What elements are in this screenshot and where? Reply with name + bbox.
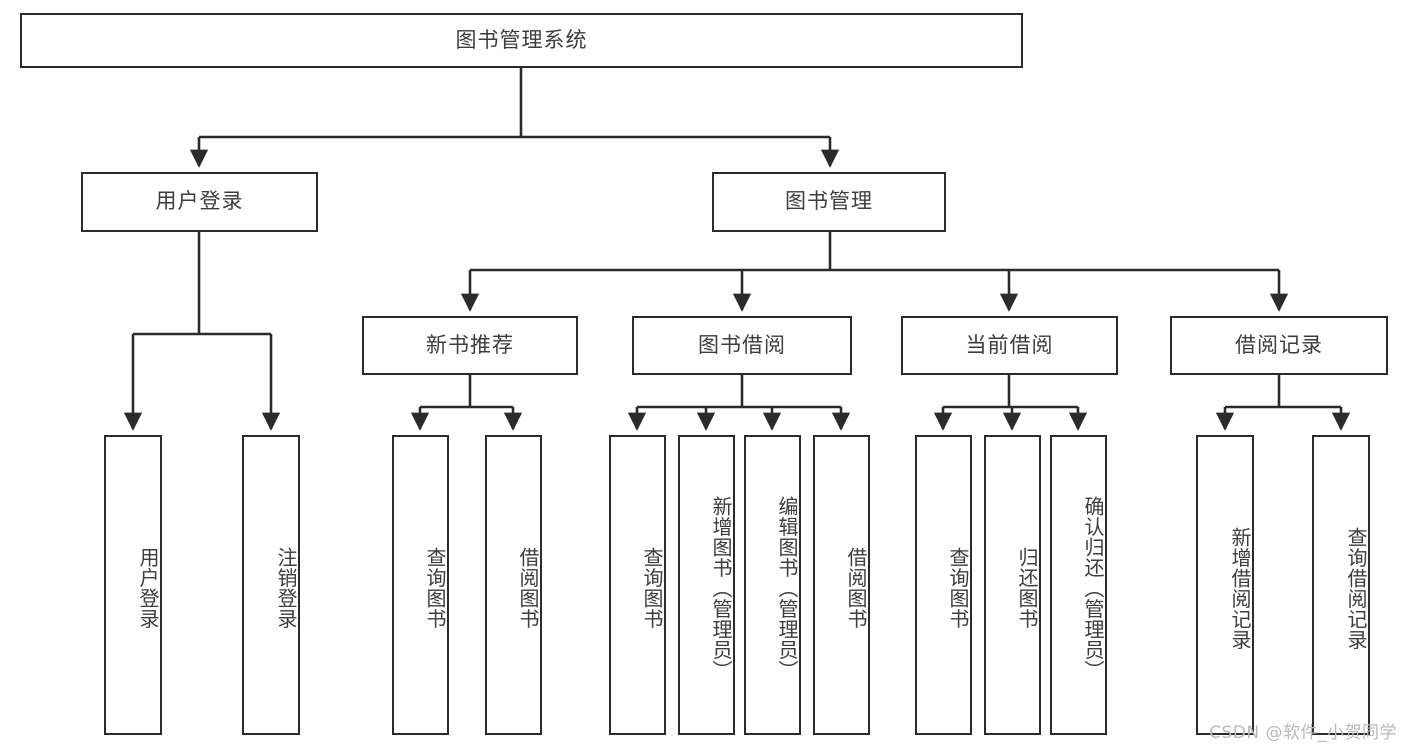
node-new-book-recommend[interactable]: 新书推荐 — [362, 316, 578, 375]
node-borrow-record[interactable]: 借阅记录 — [1170, 316, 1388, 375]
node-leaf-add-record[interactable]: 新增借阅记录 — [1196, 435, 1254, 735]
node-user-login-label: 用户登录 — [155, 189, 244, 214]
node-leaf-query-book-2-label: 查询图书 — [640, 547, 664, 629]
node-current-borrow-label: 当前借阅 — [965, 332, 1054, 357]
watermark: CSDN @软件_小贺同学 — [1209, 723, 1397, 743]
node-leaf-query-book-3-label: 查询图书 — [946, 547, 970, 629]
node-root[interactable]: 图书管理系统 — [20, 13, 1023, 68]
node-leaf-return-book[interactable]: 归还图书 — [984, 435, 1041, 735]
node-leaf-query-record[interactable]: 查询借阅记录 — [1312, 435, 1370, 735]
node-leaf-user-logout-label: 注销登录 — [274, 547, 298, 629]
node-leaf-edit-book-label: 编辑图书（管理员） — [775, 495, 799, 681]
node-leaf-borrow-book-2-label: 借阅图书 — [844, 547, 868, 629]
node-book-borrow[interactable]: 图书借阅 — [632, 316, 852, 375]
node-leaf-confirm-return[interactable]: 确认归还（管理员） — [1050, 435, 1107, 735]
node-book-borrow-label: 图书借阅 — [698, 332, 786, 357]
node-root-label: 图书管理系统 — [455, 27, 588, 52]
node-leaf-add-book[interactable]: 新增图书（管理员） — [678, 435, 735, 735]
node-current-borrow[interactable]: 当前借阅 — [901, 316, 1118, 375]
node-leaf-return-book-label: 归还图书 — [1015, 547, 1039, 629]
node-leaf-borrow-book-2[interactable]: 借阅图书 — [813, 435, 870, 735]
node-leaf-edit-book[interactable]: 编辑图书（管理员） — [744, 435, 801, 735]
node-leaf-query-book-1-label: 查询图书 — [423, 547, 447, 629]
node-leaf-user-login[interactable]: 用户登录 — [104, 435, 162, 735]
node-leaf-add-record-label: 新增借阅记录 — [1228, 526, 1252, 650]
node-book-manage-label: 图书管理 — [785, 189, 873, 214]
node-user-login[interactable]: 用户登录 — [81, 172, 318, 232]
node-leaf-query-book-3[interactable]: 查询图书 — [915, 435, 972, 735]
node-new-book-recommend-label: 新书推荐 — [426, 332, 514, 357]
node-leaf-confirm-return-label: 确认归还（管理员） — [1081, 495, 1105, 681]
node-leaf-query-book-1[interactable]: 查询图书 — [392, 435, 449, 735]
node-leaf-user-login-label: 用户登录 — [136, 547, 160, 629]
node-leaf-borrow-book-1[interactable]: 借阅图书 — [485, 435, 542, 735]
node-leaf-query-book-2[interactable]: 查询图书 — [609, 435, 666, 735]
node-leaf-user-logout[interactable]: 注销登录 — [242, 435, 300, 735]
node-book-manage[interactable]: 图书管理 — [712, 172, 946, 232]
node-borrow-record-label: 借阅记录 — [1235, 332, 1323, 357]
node-leaf-add-book-label: 新增图书（管理员） — [709, 495, 733, 681]
node-leaf-query-record-label: 查询借阅记录 — [1344, 526, 1368, 650]
node-leaf-borrow-book-1-label: 借阅图书 — [516, 547, 540, 629]
